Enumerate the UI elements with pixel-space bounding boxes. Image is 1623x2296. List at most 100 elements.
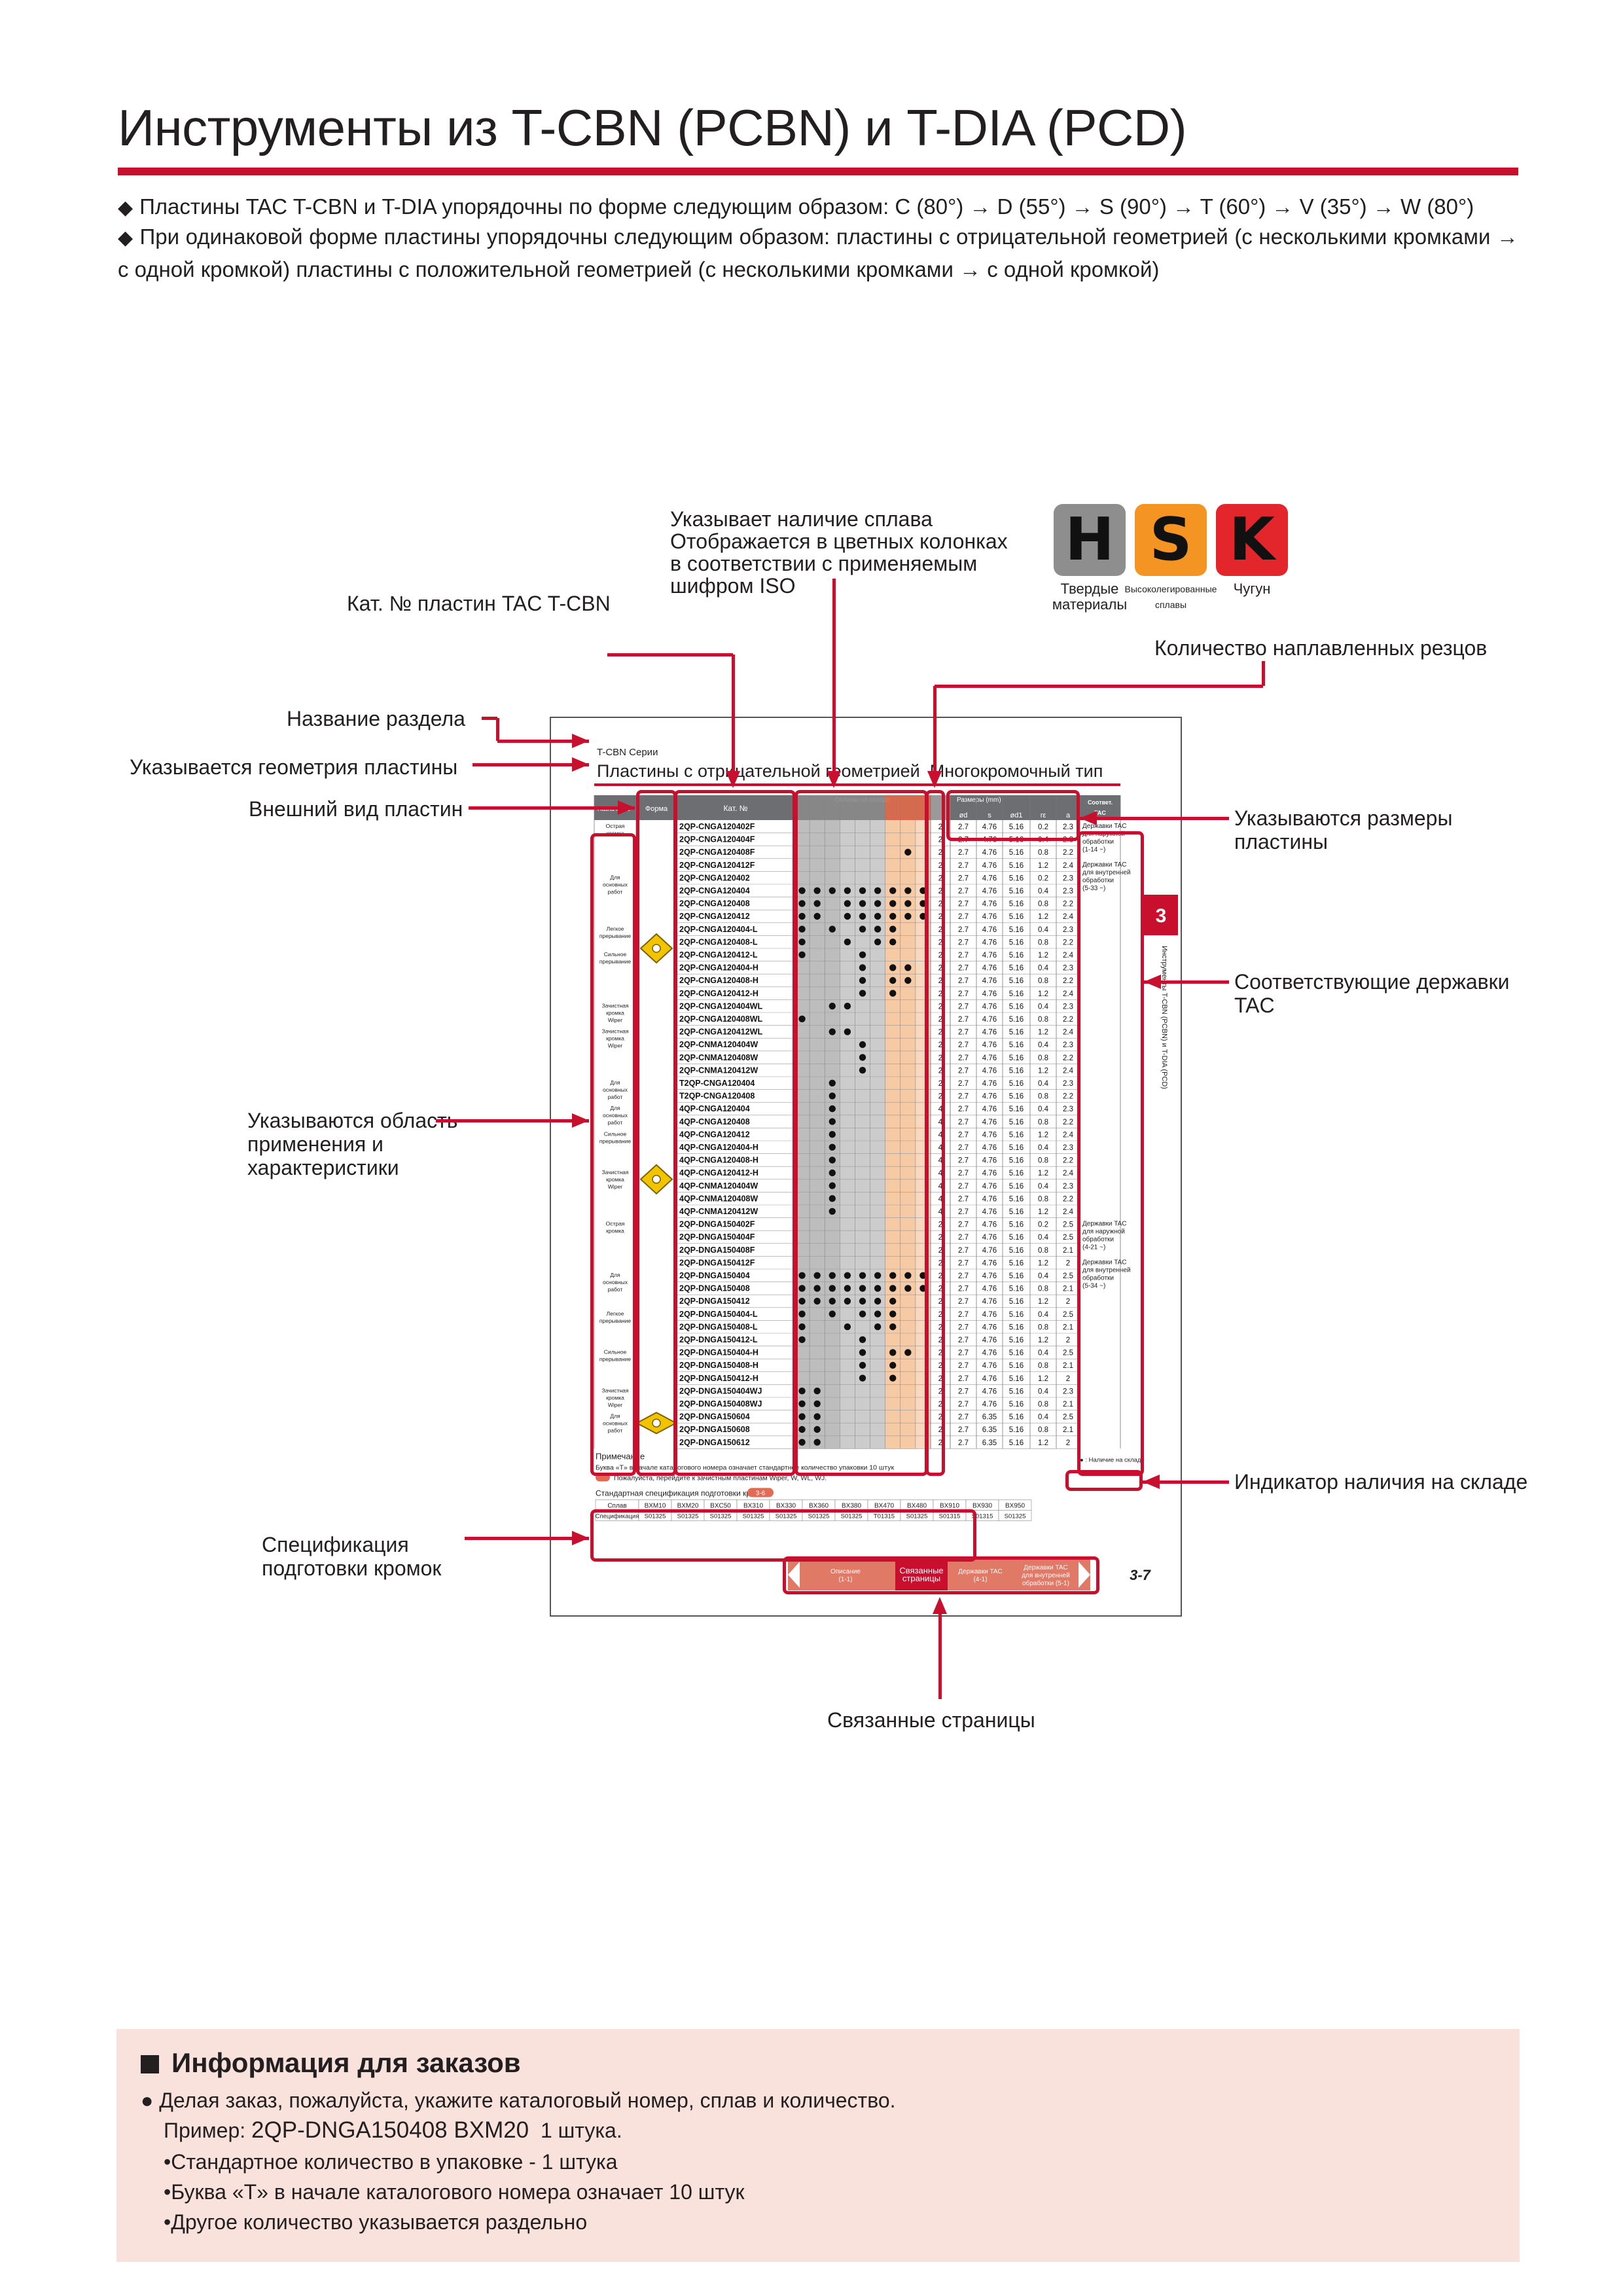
dimension-value: 5.16 <box>1009 1388 1024 1395</box>
callout-edge-prep: Спецификация подготовки кромок <box>262 1533 442 1580</box>
dimension-value: 4.76 <box>982 1183 997 1191</box>
dimension-value: 2.7 <box>958 1362 969 1370</box>
dimension-value: 4.76 <box>982 913 997 921</box>
stock-dot <box>874 925 882 933</box>
dimension-value: 5.16 <box>1009 1157 1024 1165</box>
dimension-value: 0.4 <box>1038 1080 1049 1088</box>
edge-count: 4 <box>938 1104 943 1113</box>
application-label: Для <box>610 1079 620 1086</box>
dimension-value: 5.16 <box>1009 1131 1024 1139</box>
dimension-value: 4.76 <box>982 1119 997 1126</box>
edge-value: S01325 <box>743 1513 764 1520</box>
edge-count: 2 <box>938 937 943 946</box>
hsk-tile-k: K <box>1216 504 1288 576</box>
callout-holders: Соответствующие державки TAC <box>1234 970 1510 1017</box>
dimension-value: 0.8 <box>1038 1119 1048 1126</box>
dimension-value: 1.2 <box>1038 952 1048 960</box>
dimension-value: 0.8 <box>1038 1362 1048 1370</box>
intro-line-2-text: При одинаковой форме пластины упорядочны… <box>118 224 1518 281</box>
alloy-column <box>794 820 810 1449</box>
dimension-value: 2.2 <box>1063 939 1073 946</box>
edge-head: BX470 <box>874 1502 894 1509</box>
edge-count: 2 <box>938 1220 943 1229</box>
stock-dot <box>798 1336 806 1343</box>
hsk-tile-h: H <box>1054 504 1126 576</box>
dimension-value: 4.76 <box>982 1144 997 1152</box>
stock-dot <box>798 1323 806 1331</box>
dimension-value: 5.16 <box>1009 1208 1024 1216</box>
dimension-value: 2 <box>1066 1439 1070 1447</box>
leader-edges <box>935 684 1263 688</box>
stock-dot <box>889 925 897 933</box>
dimension-value: 0.4 <box>1038 926 1049 934</box>
dimension-value: 4.76 <box>982 1105 997 1113</box>
application-label: Зачистная <box>601 1028 628 1035</box>
dimension-value: 2.5 <box>1063 1350 1073 1357</box>
holder-text: (4-21 ~) <box>1082 1244 1105 1251</box>
catalog-number: 2QP-CNGA120404WL <box>679 1001 762 1011</box>
application-label: Зачистная <box>601 1169 628 1175</box>
stock-dot <box>829 1131 836 1138</box>
dimension-value: 2.7 <box>958 1401 969 1408</box>
alloy-header-cell <box>810 795 825 820</box>
edge-count: 2 <box>938 1335 943 1344</box>
application-label: Для <box>610 1413 620 1420</box>
edge-count: 2 <box>938 1412 943 1422</box>
stock-dot <box>859 1297 866 1305</box>
dimension-value: 2.2 <box>1063 849 1073 857</box>
nav-label: Описание <box>830 1568 861 1575</box>
dimension-value: 5.16 <box>1009 1298 1024 1306</box>
application-label: работ <box>608 1119 623 1126</box>
nav-label: (4-1) <box>973 1576 987 1583</box>
dimension-value: 1.2 <box>1038 1029 1048 1037</box>
dimension-value: 4.76 <box>982 1029 997 1037</box>
dimension-value: 2.7 <box>958 1041 969 1049</box>
dimension-value: 5.16 <box>1009 1311 1024 1319</box>
stock-dot <box>813 1400 821 1407</box>
alloy-column <box>840 820 855 1449</box>
stock-dot <box>919 912 927 920</box>
edge-count: 2 <box>938 1425 943 1434</box>
dimension-value: 2.7 <box>958 1247 969 1255</box>
dimension-value: 5.16 <box>1009 1439 1024 1447</box>
dimension-value: 5.16 <box>1009 1170 1024 1177</box>
order-example: Пример: 2QP-DNGA150408 BXM20 1 штука. <box>164 2115 622 2145</box>
edge-count: 2 <box>938 861 943 870</box>
dimension-value: 2.2 <box>1063 1157 1073 1165</box>
catalog-number: 2QP-DNGA150604 <box>679 1412 750 1422</box>
dimension-value: 0.4 <box>1038 1311 1049 1319</box>
dimension-value: 5.16 <box>1009 1195 1024 1203</box>
catalog-number: 2QP-DNGA150404WJ <box>679 1386 762 1395</box>
dimension-value: 2 <box>1066 1375 1070 1383</box>
dimension-value: 5.16 <box>1009 913 1024 921</box>
dimension-value: 4.76 <box>982 1388 997 1395</box>
hsk-tile-s: S <box>1135 504 1207 576</box>
edge-count: 2 <box>938 873 943 882</box>
edge-head: BXM20 <box>677 1502 699 1509</box>
stock-dot <box>889 1349 897 1356</box>
stock-dot <box>874 900 882 907</box>
callout-alloy-presence: Указывает наличие сплава Отображается в … <box>670 507 1008 598</box>
edge-count: 4 <box>938 1156 943 1165</box>
stock-dot <box>798 1426 806 1433</box>
nav-center <box>895 1559 948 1590</box>
catalog-number: 2QP-CNGA120402 <box>679 873 750 882</box>
alloy-header-cell <box>870 795 885 820</box>
leader-section-name <box>482 716 497 720</box>
dimension-value: 2.7 <box>958 977 969 985</box>
dimension-value: 2.7 <box>958 823 969 831</box>
dimension-value: 1.2 <box>1038 1439 1048 1447</box>
holder-text: Державки TAC <box>1082 1221 1126 1228</box>
order-info-panel <box>116 2029 1520 2262</box>
edge-count: 2 <box>938 1028 943 1037</box>
dimension-value: 2.2 <box>1063 1119 1073 1126</box>
edge-head: BX330 <box>776 1502 796 1509</box>
alloy-header-cell <box>840 795 855 820</box>
catalog-number: 4QP-CNGA120408-H <box>679 1156 758 1165</box>
dimension-value: 5.16 <box>1009 1067 1024 1075</box>
alloy-column <box>855 820 870 1449</box>
dimension-value: 0.8 <box>1038 1093 1048 1101</box>
col-application: Назначение <box>597 806 630 812</box>
leader-section-name <box>495 718 499 741</box>
dimension-value: 2.3 <box>1063 1388 1073 1395</box>
